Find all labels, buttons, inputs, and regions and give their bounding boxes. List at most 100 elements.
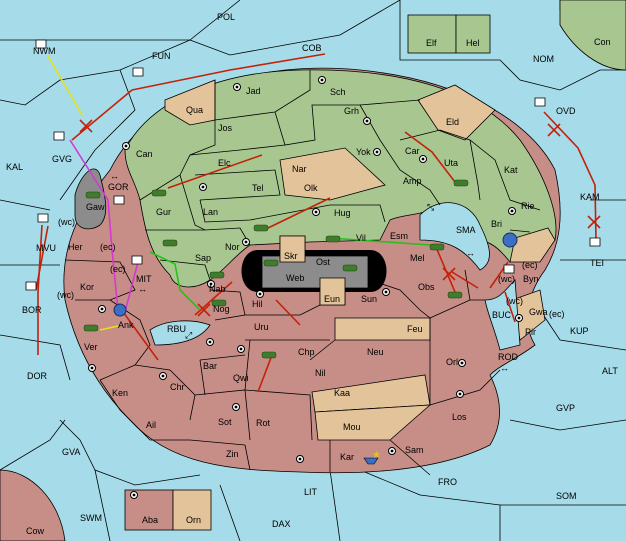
fleet-unit (503, 264, 515, 274)
label-feu: Feu (407, 324, 423, 334)
province-hel[interactable] (455, 14, 491, 54)
army-unit (325, 235, 341, 243)
label-esm: Esm (390, 231, 408, 241)
label-amp: Amp (403, 176, 422, 186)
label-grh: Grh (344, 106, 359, 116)
label-uta: Uta (444, 158, 458, 168)
label-jad: Jad (246, 86, 261, 96)
label-gvp: GVP (556, 403, 575, 413)
label-cob: COB (302, 43, 322, 53)
label-mel: Mel (410, 253, 425, 263)
label-uru: Uru (254, 322, 269, 332)
label-neu: Neu (367, 347, 384, 357)
label-nil: Nil (315, 368, 326, 378)
label-web: Web (286, 273, 304, 283)
label-nor: Nor (225, 242, 240, 252)
label-ovd: OVD (556, 106, 576, 116)
label-kat: Kat (504, 165, 518, 175)
label-orn: Orn (186, 515, 201, 525)
units: ★ (25, 39, 601, 465)
svg-text:↔: ↔ (110, 171, 119, 181)
province-skr-top[interactable] (279, 235, 306, 263)
army-unit (253, 224, 269, 232)
army-unit (263, 259, 279, 267)
label-mvu: MVU (36, 243, 56, 253)
label-nog: Nog (213, 304, 230, 314)
coast-tag: (ec) (110, 264, 126, 274)
label-rbu: RBU (167, 324, 186, 334)
label-sap: Sap (195, 253, 211, 263)
label-gwa: Gwa (529, 307, 548, 317)
army-unit (447, 291, 463, 299)
svg-text:↔: ↔ (138, 284, 147, 294)
label-yok: Yok (356, 147, 371, 157)
coast-tag: (wc) (498, 274, 515, 284)
red-borders (64, 259, 501, 476)
province-qua[interactable] (164, 79, 216, 126)
label-kal: KAL (6, 162, 23, 172)
label-car: Car (405, 146, 420, 156)
label-fro: FRO (438, 477, 457, 487)
label-skr: Skr (284, 251, 298, 261)
coast-tag: (wc) (506, 296, 523, 306)
label-alt: ALT (602, 366, 618, 376)
label-sun: Sun (361, 294, 377, 304)
label-gor: GOR (108, 182, 129, 192)
label-bar: Bar (203, 361, 217, 371)
label-bor: BOR (22, 305, 42, 315)
fleet-unit-blue (113, 303, 127, 317)
label-qua: Qua (186, 105, 203, 115)
label-nar: Nar (292, 164, 307, 174)
fleet-unit (37, 213, 49, 223)
label-con: Con (594, 37, 611, 47)
label-fun: FUN (152, 51, 171, 61)
army-unit (429, 243, 445, 251)
label-gur: Gur (156, 207, 171, 217)
province-elf[interactable] (407, 14, 457, 54)
label-gva: GVA (62, 447, 80, 457)
label-swm: SWM (80, 513, 102, 523)
label-her: Her (68, 242, 83, 252)
move-orders (35, 53, 597, 393)
label-kam: KAM (580, 192, 600, 202)
star-icon: ★ (372, 450, 381, 461)
svg-text:⤢: ⤢ (184, 330, 192, 340)
sea-rbu[interactable] (149, 320, 211, 346)
fleet-unit (131, 255, 143, 265)
label-nom: NOM (533, 54, 554, 64)
province-rie-tan[interactable] (509, 227, 556, 263)
label-ken: Ken (112, 388, 128, 398)
coast-tag: (ec) (549, 309, 565, 319)
sea-sma[interactable] (419, 202, 490, 271)
coast-tag: (ec) (522, 260, 538, 270)
sea-buc[interactable] (484, 279, 521, 351)
label-jos: Jos (218, 123, 233, 133)
label-eun: Eun (324, 294, 340, 304)
coast-tag: (wc) (57, 290, 74, 300)
label-tei: TEI (590, 258, 604, 268)
army-unit (261, 351, 277, 359)
province-olk[interactable] (279, 147, 386, 201)
label-hug: Hug (334, 208, 351, 218)
label-hil: Hil (252, 299, 263, 309)
army-unit (211, 299, 227, 307)
label-byn: Byn (523, 274, 539, 284)
label-lit: LIT (304, 487, 318, 497)
army-unit (209, 271, 225, 279)
label-sma: SMA (456, 225, 476, 235)
label-dax: DAX (272, 519, 291, 529)
province-orn[interactable] (172, 489, 212, 531)
label-sot: Sot (218, 417, 232, 427)
label-bri: Bri (491, 219, 502, 229)
province-eld[interactable] (417, 84, 496, 141)
province-eun-bottom[interactable] (319, 277, 346, 306)
label-rot: Rot (256, 418, 271, 428)
label-sch: Sch (330, 87, 346, 97)
label-mou: Mou (343, 422, 361, 432)
label-ost: Ost (316, 257, 331, 267)
coast-tag: (ec) (100, 242, 116, 252)
label-buc: BUC (492, 310, 512, 320)
label-cow: Cow (26, 526, 45, 536)
